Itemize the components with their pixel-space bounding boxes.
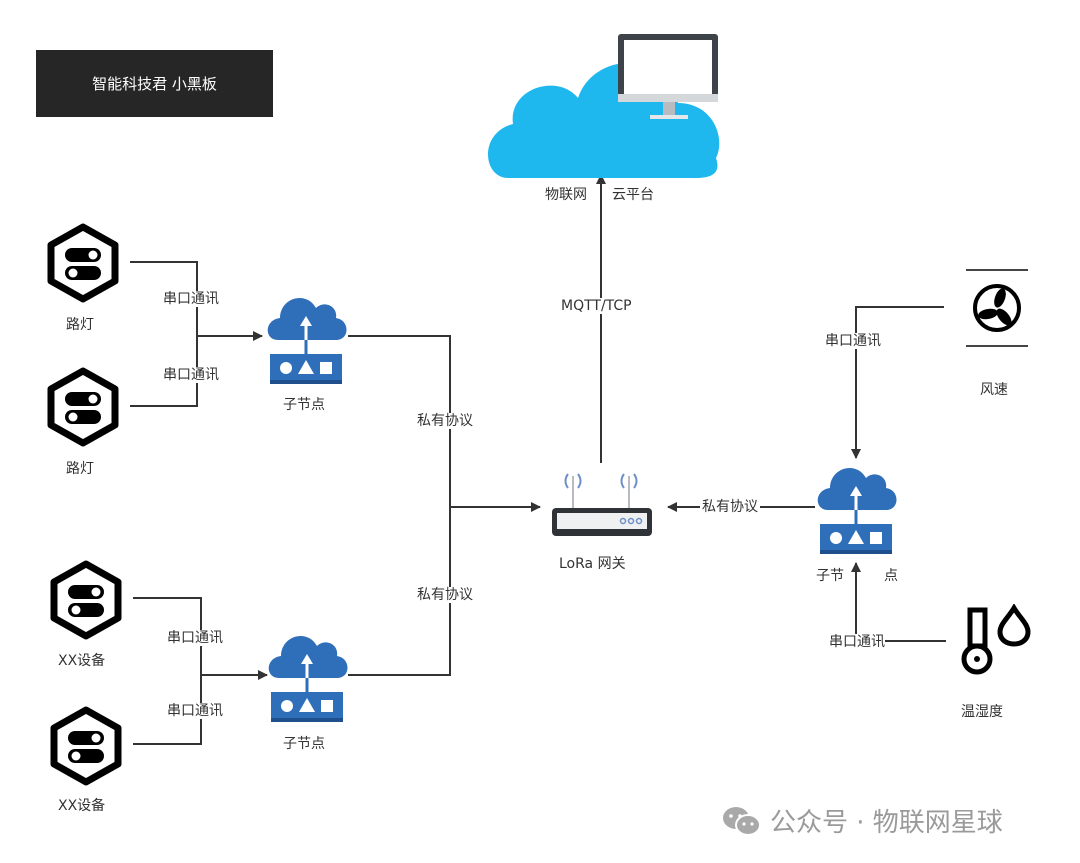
subnode-label-left: 子节	[816, 568, 844, 584]
device-label: XX设备	[58, 653, 106, 669]
device-label: XX设备	[58, 798, 106, 814]
device-label: 温湿度	[961, 704, 1003, 720]
router-icon	[552, 473, 652, 536]
link-label: 串口通讯	[167, 630, 223, 646]
cloud-upload-node-icon	[268, 635, 348, 722]
cloud-platform	[478, 28, 728, 188]
watermark-text: 公众号 · 物联网星球	[770, 808, 1003, 838]
protocol-label: 私有协议	[700, 499, 760, 515]
link-label: 串口通讯	[829, 634, 885, 650]
cloud-label-left: 物联网	[545, 187, 587, 203]
toggle-switch-icon	[50, 560, 122, 640]
watermark: 公众号 · 物联网星球	[722, 802, 1003, 839]
toggle-switch-icon	[47, 223, 119, 303]
title-text: 智能科技君 小黑板	[92, 75, 217, 93]
toggle-switch-icon	[50, 706, 122, 786]
protocol-label: 私有协议	[417, 587, 473, 603]
lora-gateway[interactable]	[548, 468, 656, 552]
cloud-monitor-icon	[488, 34, 720, 178]
xx-device-2[interactable]	[48, 706, 124, 790]
cloud-label-right: 云平台	[612, 187, 654, 203]
streetlight-device-2[interactable]	[45, 367, 121, 451]
link-label: 串口通讯	[163, 291, 219, 307]
gateway-label: LoRa 网关	[559, 556, 626, 572]
subnode-3[interactable]	[814, 458, 898, 558]
subnode-label-right: 点	[884, 568, 898, 584]
uplink-protocol-label: MQTT/TCP	[561, 298, 632, 314]
title-box: 智能科技君 小黑板	[36, 50, 273, 117]
subnode-label: 子节点	[283, 736, 325, 752]
link-subnode-1-gateway	[348, 335, 451, 676]
subnode-1[interactable]	[264, 288, 348, 388]
xx-device-1[interactable]	[48, 560, 124, 644]
link-xx-device-2	[133, 675, 202, 745]
link-fan	[851, 306, 944, 459]
cloud-upload-node-icon	[267, 297, 347, 384]
link-label: 串口通讯	[825, 333, 881, 349]
device-label: 路灯	[66, 317, 94, 333]
wechat-icon	[723, 806, 761, 836]
wind-speed-sensor[interactable]	[962, 262, 1032, 358]
device-label: 路灯	[66, 461, 94, 477]
protocol-label: 私有协议	[417, 413, 473, 429]
cloud-upload-node-icon	[817, 467, 897, 554]
subnode-label: 子节点	[283, 397, 325, 413]
link-streetlight-1	[130, 261, 198, 336]
temp-humidity-sensor[interactable]	[960, 603, 1032, 680]
link-thermo	[851, 562, 946, 642]
toggle-switch-icon	[47, 367, 119, 447]
thermometer-droplet-icon	[961, 603, 1031, 675]
subnode-2[interactable]	[265, 626, 349, 726]
link-label: 串口通讯	[163, 367, 219, 383]
link-streetlight-2	[130, 336, 198, 407]
link-xx-device-1	[133, 597, 202, 675]
streetlight-device-1[interactable]	[45, 223, 121, 307]
device-label: 风速	[980, 382, 1008, 398]
fan-icon	[966, 269, 1028, 347]
link-label: 串口通讯	[167, 703, 223, 719]
